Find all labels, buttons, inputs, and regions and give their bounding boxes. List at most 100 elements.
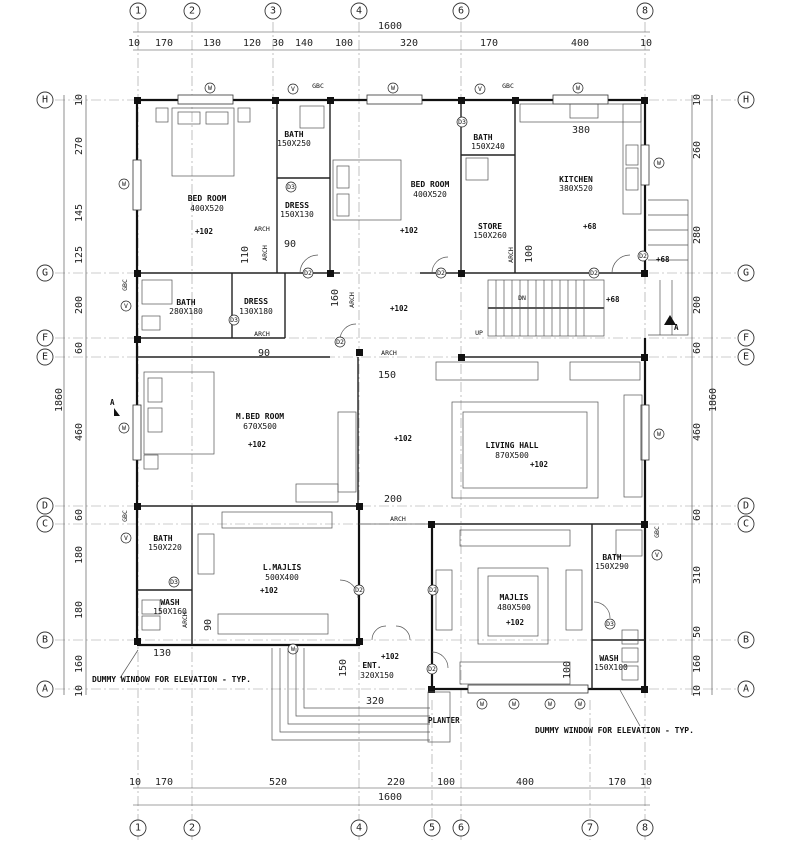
window-tags: W W W W W W W W W W W W V V V V V GBC GB… — [118, 82, 665, 710]
entrance-steps: PLANTER — [271, 648, 460, 743]
room-size: 150X240 — [471, 142, 505, 151]
window-icon: W — [576, 84, 580, 92]
svg-text:60: 60 — [74, 342, 85, 354]
grid-col-label: 2 — [189, 6, 195, 17]
svg-text:+68: +68 — [656, 255, 670, 264]
grid-row-label: B — [743, 635, 749, 646]
svg-text:130: 130 — [203, 38, 221, 49]
svg-text:280: 280 — [692, 226, 703, 244]
inner-dimensions: 110 90 160 90 150 200 90 150 100 100 130… — [153, 125, 590, 707]
svg-text:160: 160 — [74, 655, 85, 673]
gbc-label: GBC — [121, 510, 129, 522]
stair-up-label: UP — [475, 329, 483, 337]
room-name: BED ROOM — [188, 194, 227, 203]
grid-col-label: 5 — [429, 823, 435, 834]
vent-icon: V — [124, 534, 128, 542]
svg-text:145: 145 — [74, 204, 85, 222]
svg-text:ARCH: ARCH — [381, 349, 397, 357]
overall-width: 1600 — [378, 792, 402, 803]
svg-text:100: 100 — [335, 38, 353, 49]
exterior-steps-right: A — [648, 199, 689, 336]
svg-text:60: 60 — [74, 509, 85, 521]
door-tag: D2 — [429, 586, 437, 594]
svg-text:10: 10 — [640, 777, 652, 788]
room-size: 480X500 — [497, 603, 531, 612]
room-size: 320X150 — [360, 671, 394, 680]
svg-text:10: 10 — [128, 38, 140, 49]
window-icon: W — [208, 84, 212, 92]
grid-row-label: A — [42, 684, 48, 695]
grid-col-label: 4 — [356, 6, 362, 17]
room-level: +102 — [530, 460, 548, 469]
grid-row-label: G — [42, 268, 48, 279]
windows — [132, 94, 650, 694]
room-level: +102 — [400, 226, 418, 235]
room-size: 150X220 — [148, 543, 182, 552]
grid-bubbles-bottom: 1 2 4 5 6 7 8 — [129, 819, 654, 837]
room-size: 150X160 — [153, 607, 187, 616]
svg-text:+102: +102 — [394, 434, 412, 443]
columns — [134, 97, 648, 693]
svg-text:310: 310 — [692, 566, 703, 584]
room-size: 130X180 — [239, 307, 273, 316]
room-size: 150X290 — [595, 562, 629, 571]
grid-col-label: 8 — [642, 823, 648, 834]
svg-text:ARCH: ARCH — [348, 292, 356, 308]
room-size: 500X400 — [265, 573, 299, 582]
room-size: 280X180 — [169, 307, 203, 316]
svg-text:10: 10 — [692, 94, 703, 106]
window-icon: W — [657, 159, 661, 167]
svg-text:200: 200 — [692, 296, 703, 314]
note-left: DUMMY WINDOW FOR ELEVATION - TYP. — [92, 675, 251, 684]
svg-text:270: 270 — [74, 137, 85, 155]
gbc-label: GBC — [312, 82, 324, 90]
door-swings — [299, 254, 631, 669]
svg-text:10: 10 — [129, 777, 141, 788]
room-level: +102 — [506, 618, 524, 627]
svg-text:+102: +102 — [390, 304, 408, 313]
svg-text:200: 200 — [384, 494, 402, 505]
dimensions-right: 1860 10 260 280 200 60 460 60 310 50 160… — [691, 94, 719, 697]
grid-row-label: A — [743, 684, 749, 695]
grid-row-label: F — [42, 333, 48, 344]
furniture-kitchen — [141, 103, 643, 681]
svg-text:A: A — [110, 398, 115, 407]
svg-text:100: 100 — [524, 245, 535, 263]
door-tag: D2 — [437, 269, 445, 277]
staircase: DN UP — [475, 279, 605, 337]
svg-text:ARCH: ARCH — [507, 247, 515, 263]
window-icon: W — [512, 700, 516, 708]
svg-text:+68: +68 — [606, 295, 620, 304]
room-name: WASH — [160, 598, 179, 607]
window-icon: W — [391, 84, 395, 92]
svg-text:60: 60 — [692, 509, 703, 521]
svg-text:320: 320 — [366, 696, 384, 707]
svg-text:170: 170 — [155, 777, 173, 788]
furniture-living — [197, 361, 643, 685]
note-right: DUMMY WINDOW FOR ELEVATION - TYP. — [535, 726, 694, 735]
room-name: BATH — [176, 298, 195, 307]
svg-text:170: 170 — [608, 777, 626, 788]
svg-text:320: 320 — [400, 38, 418, 49]
door-tag: D3 — [458, 118, 466, 126]
svg-text:170: 170 — [155, 38, 173, 49]
svg-text:90: 90 — [203, 619, 214, 631]
svg-text:120: 120 — [243, 38, 261, 49]
overall-height: 1860 — [54, 388, 65, 412]
svg-text:ARCH: ARCH — [390, 515, 406, 523]
window-icon: W — [657, 430, 661, 438]
section-marker: A — [674, 323, 679, 332]
svg-text:60: 60 — [692, 342, 703, 354]
svg-text:160: 160 — [692, 655, 703, 673]
room-name: LIVING HALL — [486, 441, 539, 450]
grid-col-label: 3 — [270, 6, 276, 17]
grid-row-label: D — [42, 501, 48, 512]
room-name: KITCHEN — [559, 175, 593, 184]
grid-col-label: 6 — [458, 6, 464, 17]
grid-row-label: E — [743, 352, 749, 363]
grid-col-label: 4 — [356, 823, 362, 834]
room-name: STORE — [478, 222, 502, 231]
vent-icon: V — [655, 551, 659, 559]
grid-row-label: H — [42, 95, 48, 106]
grid-row-label: F — [743, 333, 749, 344]
